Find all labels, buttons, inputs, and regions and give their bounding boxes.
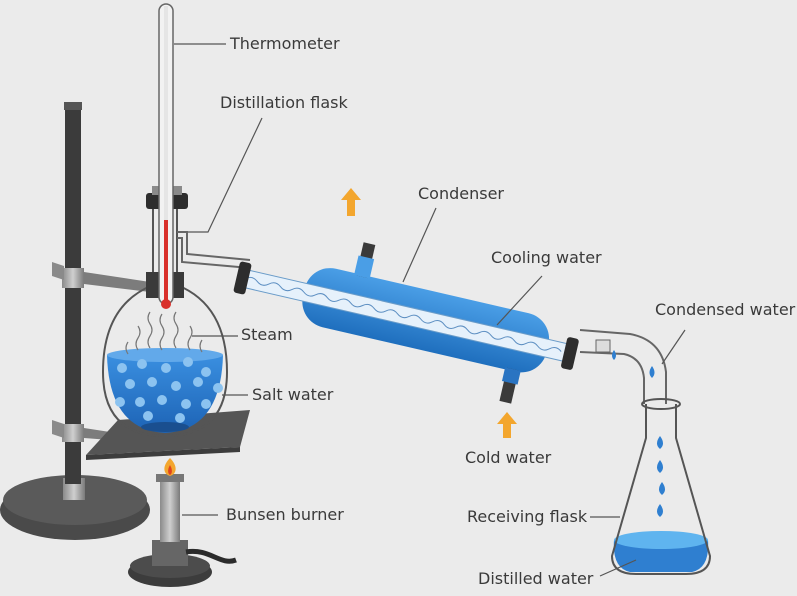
bunsen-burner bbox=[128, 458, 237, 587]
receiving-flask bbox=[610, 398, 712, 575]
label-bunsen-burner: Bunsen burner bbox=[226, 505, 344, 524]
label-condensed-water: Condensed water bbox=[655, 300, 796, 319]
label-condenser: Condenser bbox=[418, 184, 504, 203]
distillation-flask bbox=[101, 186, 251, 438]
retort-stand bbox=[0, 102, 150, 540]
water-out-arrow-icon bbox=[341, 188, 361, 216]
condenser bbox=[233, 242, 579, 404]
label-cold-water: Cold water bbox=[465, 448, 552, 467]
steam-icon bbox=[125, 311, 203, 355]
leader-lines bbox=[174, 43, 686, 577]
water-drop-icon bbox=[657, 436, 665, 517]
label-cooling-water: Cooling water bbox=[491, 248, 602, 267]
thermometer bbox=[158, 3, 174, 309]
adapter-tube bbox=[579, 329, 667, 404]
label-receiving-flask: Receiving flask bbox=[467, 507, 588, 526]
water-in-arrow-icon bbox=[497, 412, 517, 438]
label-salt-water: Salt water bbox=[252, 385, 334, 404]
label-steam: Steam bbox=[241, 325, 293, 344]
flow-arrows bbox=[341, 188, 517, 438]
label-thermometer: Thermometer bbox=[230, 34, 340, 53]
label-distillation-flask: Distillation flask bbox=[220, 93, 348, 112]
label-distilled-water: Distilled water bbox=[478, 569, 594, 588]
